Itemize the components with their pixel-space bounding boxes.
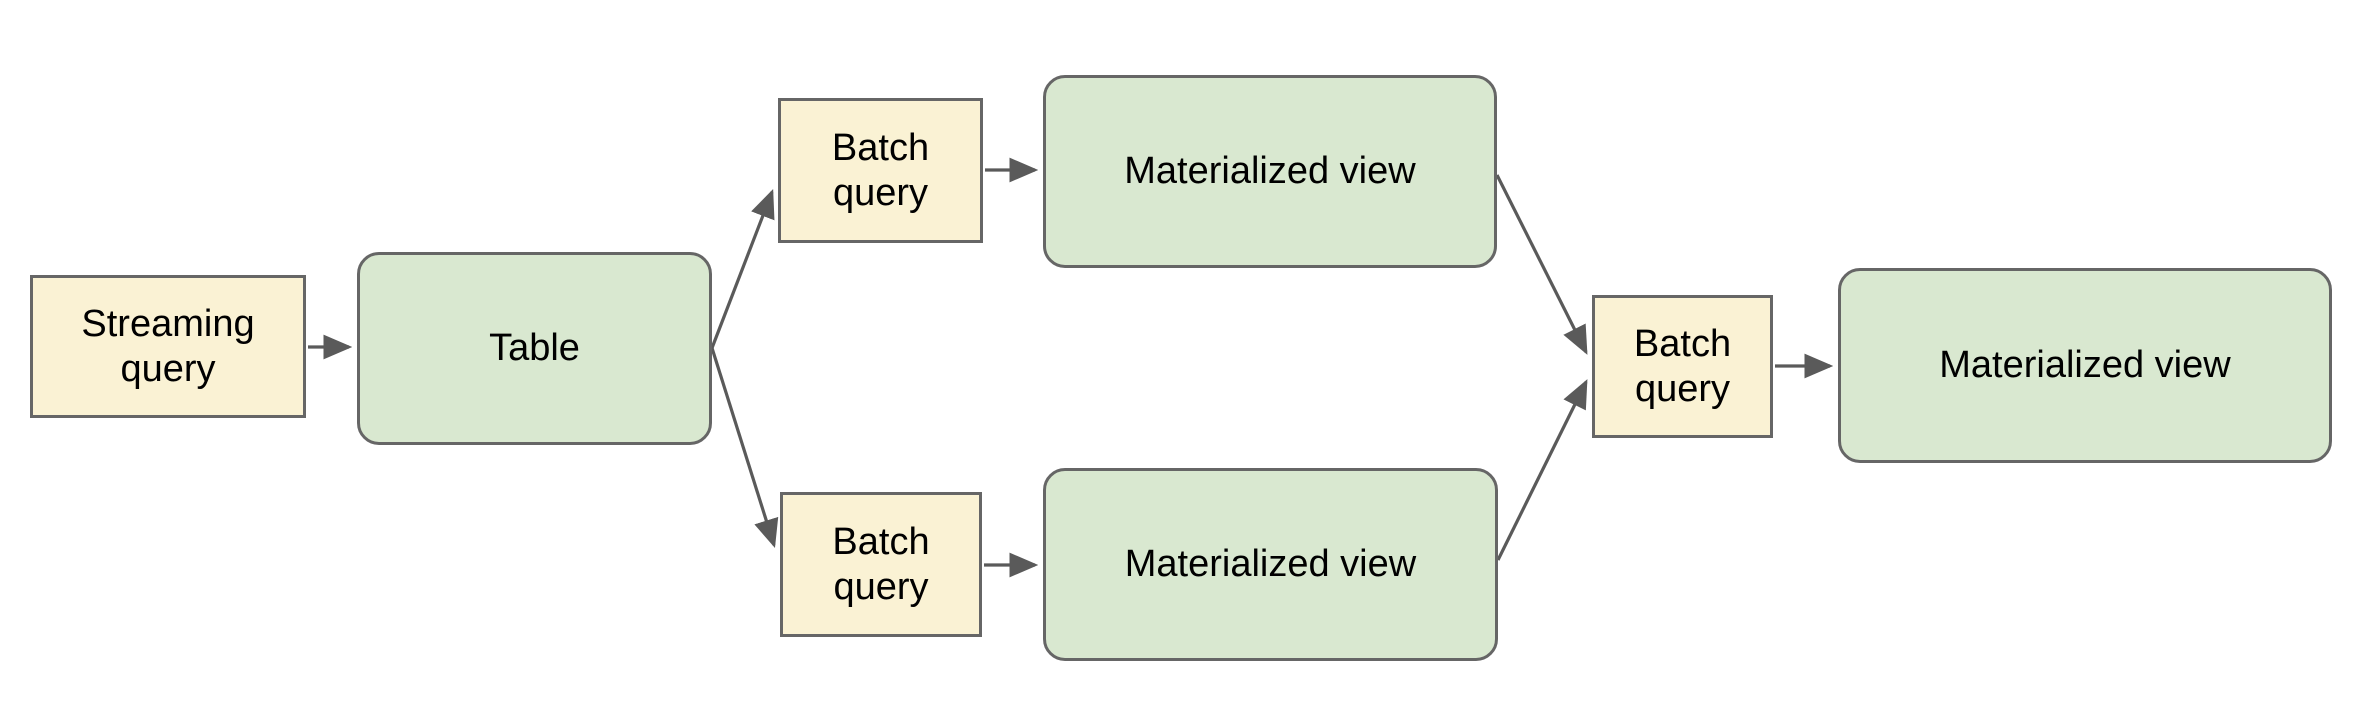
edge-materialized-view-bottom-to-batch-query-join — [1496, 379, 1588, 561]
node-batch-query-join[interactable]: Batch query — [1592, 295, 1773, 438]
node-materialized-view-top[interactable]: Materialized view — [1043, 75, 1497, 268]
node-materialized-view-final[interactable]: Materialized view — [1838, 268, 2332, 463]
edge-table-to-batch-query-top — [710, 189, 775, 349]
edge-table-to-batch-query-bottom — [710, 347, 779, 549]
node-batch-query-top[interactable]: Batch query — [778, 98, 983, 243]
node-batch-query-bottom[interactable]: Batch query — [780, 492, 982, 637]
edge-materialized-view-top-to-batch-query-join — [1495, 174, 1588, 355]
node-table[interactable]: Table — [357, 252, 712, 445]
node-streaming-query[interactable]: Streaming query — [30, 275, 306, 418]
node-materialized-view-bottom[interactable]: Materialized view — [1043, 468, 1498, 661]
